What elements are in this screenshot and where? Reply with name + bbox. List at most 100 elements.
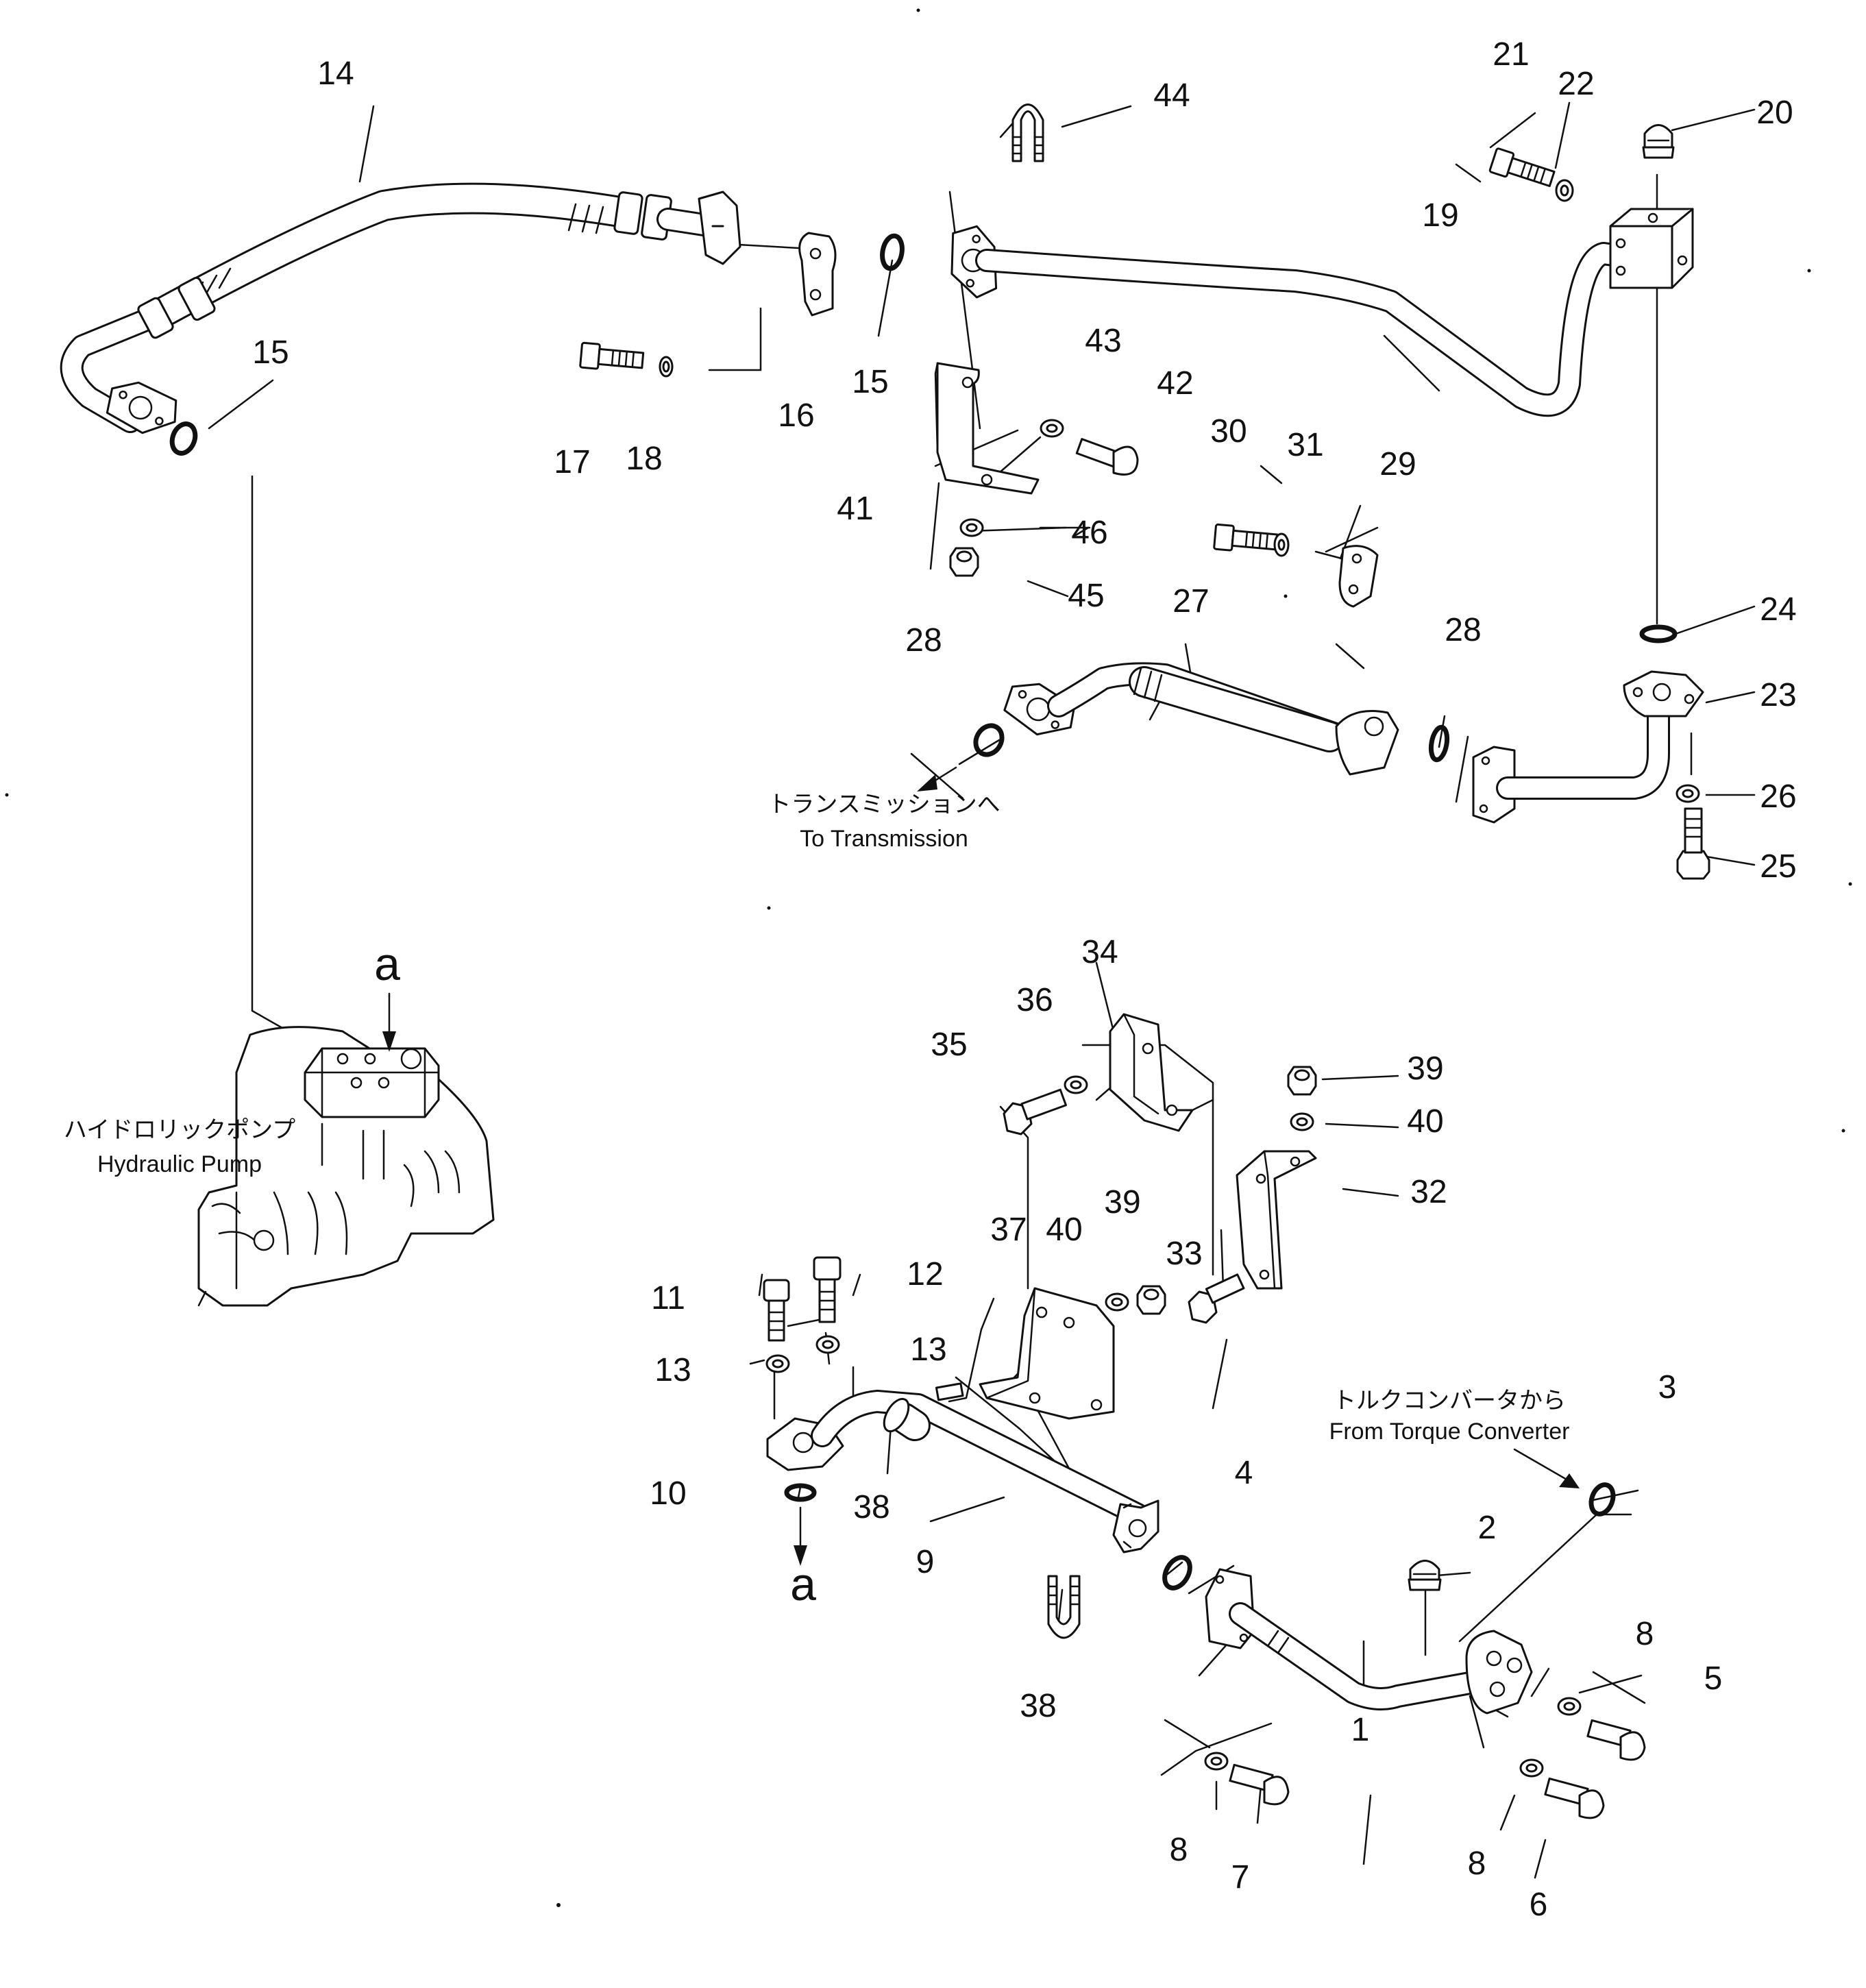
pipe-14 <box>60 182 741 443</box>
washer-8-b <box>1519 1758 1544 1778</box>
plug-20 <box>1642 124 1675 159</box>
callout-4: 4 <box>1235 1455 1253 1491</box>
washer-36 <box>1064 1075 1088 1094</box>
callout-32: 32 <box>1410 1174 1447 1210</box>
callout-12: 12 <box>907 1256 943 1292</box>
arrow-from-torque-converter <box>1513 1448 1580 1488</box>
arrow-a-top <box>382 992 396 1052</box>
callout-28-left: 28 <box>905 622 942 659</box>
callout-5: 5 <box>1704 1660 1723 1697</box>
callout-36: 36 <box>1016 982 1053 1018</box>
bolt-25 <box>1676 807 1710 880</box>
pipe-1 <box>1205 1568 1533 1715</box>
bracket-41 <box>934 362 1040 495</box>
callout-7: 7 <box>1231 1859 1250 1895</box>
callout-37: 37 <box>990 1212 1027 1248</box>
washer-18 <box>659 356 674 378</box>
washer-46 <box>959 518 984 537</box>
callout-22: 22 <box>1558 66 1594 102</box>
bolt-30 <box>1213 523 1279 556</box>
pipe-19 <box>943 208 1694 417</box>
callout-27: 27 <box>1173 583 1209 619</box>
callout-31: 31 <box>1287 427 1323 463</box>
callout-41: 41 <box>837 491 873 527</box>
o-ring-4 <box>1162 1555 1192 1591</box>
callout-39-right: 39 <box>1407 1051 1443 1087</box>
callout-29: 29 <box>1379 446 1416 482</box>
washer-13-left <box>765 1354 790 1373</box>
callout-44: 44 <box>1153 77 1190 114</box>
callout-46: 46 <box>1071 515 1107 551</box>
bolt-6 <box>1544 1777 1605 1819</box>
callout-15-right: 15 <box>852 364 888 400</box>
callout-15-left: 15 <box>252 334 289 371</box>
ref-mark-a-top: a <box>374 938 400 990</box>
bolt-11 <box>763 1279 790 1342</box>
callout-34: 34 <box>1081 934 1118 970</box>
callout-8-top: 8 <box>1636 1616 1654 1652</box>
callout-26: 26 <box>1760 778 1796 815</box>
callout-9: 9 <box>916 1544 935 1580</box>
plug-2 <box>1408 1560 1442 1591</box>
caption-hydraulic-pump-jp: ハイドロリックポンプ <box>64 1117 295 1143</box>
callout-18: 18 <box>626 441 662 477</box>
washer-26 <box>1675 784 1700 803</box>
callout-24: 24 <box>1760 591 1796 628</box>
u-bolt-44 <box>1011 103 1044 162</box>
callout-38-bottom: 38 <box>1020 1688 1056 1724</box>
nut-39-right <box>1287 1066 1317 1096</box>
callout-16: 16 <box>778 397 814 434</box>
callout-42: 42 <box>1157 365 1193 402</box>
washer-22 <box>1555 179 1574 202</box>
stray-dots <box>5 8 1852 1907</box>
washer-40-right <box>1290 1112 1314 1131</box>
callout-labels: 1 2 3 4 5 6 7 8 8 8 9 10 11 12 13 13 14 … <box>252 36 1796 1923</box>
callout-43: 43 <box>1085 323 1121 359</box>
caption-from-torque-converter-jp: トルクコンバータから <box>1333 1388 1566 1414</box>
callout-35: 35 <box>931 1027 967 1063</box>
o-ring-10 <box>784 1483 817 1502</box>
callout-11: 11 <box>651 1280 685 1316</box>
ref-mark-a-bottom: a <box>790 1558 816 1610</box>
caption-hydraulic-pump-en: Hydraulic Pump <box>97 1151 262 1177</box>
callout-8-left: 8 <box>1170 1832 1188 1868</box>
callout-1: 1 <box>1351 1712 1370 1748</box>
nut-39-left <box>1136 1285 1166 1315</box>
bolt-17 <box>579 341 645 374</box>
nut-45 <box>949 547 979 577</box>
washer-31 <box>1273 532 1290 557</box>
bolt-5 <box>1586 1719 1646 1761</box>
o-ring-3 <box>1588 1482 1616 1517</box>
callout-40-left: 40 <box>1046 1212 1082 1248</box>
bolt-21 <box>1488 147 1557 192</box>
bolt-12 <box>813 1256 842 1323</box>
callout-3: 3 <box>1658 1369 1677 1406</box>
callout-45: 45 <box>1068 578 1104 614</box>
washer-43 <box>1040 419 1064 438</box>
u-bolt-38 <box>1047 1575 1081 1639</box>
callout-10: 10 <box>650 1475 686 1512</box>
callout-2: 2 <box>1478 1510 1497 1546</box>
callout-28-right: 28 <box>1445 612 1481 648</box>
callout-33: 33 <box>1166 1236 1202 1272</box>
bracket-34 <box>1109 1013 1194 1132</box>
arrow-a-bottom <box>794 1506 807 1566</box>
callout-30: 30 <box>1210 413 1247 450</box>
hydraulic-pump <box>197 1026 495 1307</box>
washer-8-c <box>1204 1752 1229 1771</box>
captions: ハイドロリックポンプ Hydraulic Pump トランスミッションへ To … <box>64 791 1570 1445</box>
callout-21: 21 <box>1493 36 1529 73</box>
callout-13-right: 13 <box>910 1332 946 1368</box>
bolt-7 <box>1229 1763 1290 1806</box>
bracket-37 <box>979 1287 1115 1420</box>
pipe-23 <box>1472 670 1704 824</box>
split-flange-16 <box>798 232 837 317</box>
pipe-27 <box>997 662 1399 776</box>
callout-6: 6 <box>1530 1887 1548 1923</box>
caption-to-transmission-en: To Transmission <box>800 826 968 852</box>
callout-25: 25 <box>1760 848 1796 885</box>
o-ring-28-left <box>973 723 1005 757</box>
callout-13-left: 13 <box>654 1352 691 1388</box>
washer-8-a <box>1557 1697 1582 1716</box>
